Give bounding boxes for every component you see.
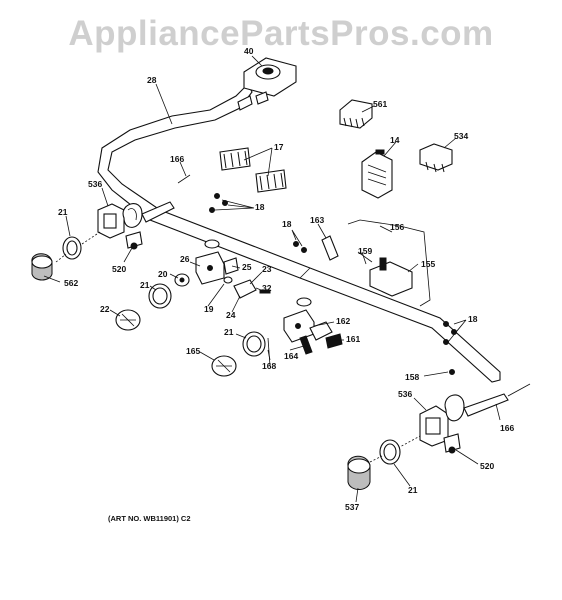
part-label-32: 32: [262, 283, 272, 293]
bezel-21-left[interactable]: [62, 236, 82, 260]
part-label-536-right: 536: [398, 389, 413, 399]
part-label-168: 168: [262, 361, 277, 371]
part-label-19: 19: [204, 304, 214, 314]
part-label-26: 26: [180, 254, 190, 264]
part-label-520-right: 520: [480, 461, 495, 471]
part-label-21-center: 21: [224, 327, 234, 337]
part-label-23: 23: [262, 264, 272, 274]
igniter-155[interactable]: [369, 257, 413, 297]
part-label-155: 155: [421, 259, 436, 269]
clip-168[interactable]: [267, 337, 271, 367]
part-label-40: 40: [244, 46, 254, 56]
valve-162[interactable]: [283, 297, 315, 343]
screw-18-upper[interactable]: [209, 193, 228, 213]
infinite-switch-17[interactable]: [219, 147, 287, 193]
part-label-562: 562: [64, 278, 79, 288]
burner-valve-right[interactable]: [419, 383, 531, 447]
part-label-17: 17: [274, 142, 284, 152]
watermark-text: AppliancePartsPros.com: [68, 14, 494, 53]
o-ring-upper[interactable]: [204, 239, 220, 249]
bezel-21-right[interactable]: [379, 439, 401, 465]
burner-valve-left[interactable]: [97, 201, 175, 239]
part-label-537: 537: [345, 502, 360, 512]
part-label-25: 25: [242, 262, 252, 272]
screw-158[interactable]: [449, 369, 455, 375]
washer-19[interactable]: [223, 276, 233, 284]
knob-165[interactable]: [211, 355, 237, 377]
part-label-156: 156: [390, 222, 405, 232]
knob-537[interactable]: [347, 455, 371, 490]
part-label-14: 14: [390, 135, 400, 145]
part-label-561: 561: [373, 99, 388, 109]
terminal-block-534[interactable]: [419, 143, 453, 173]
part-label-159: 159: [358, 246, 373, 256]
wire-156[interactable]: [347, 219, 431, 307]
clip-520-right[interactable]: [443, 433, 461, 454]
part-label-18-upper: 18: [255, 202, 265, 212]
pressure-regulator[interactable]: [237, 57, 297, 111]
part-label-534: 534: [454, 131, 469, 141]
screw-18-middle[interactable]: [293, 241, 307, 253]
part-label-18-right: 18: [468, 314, 478, 324]
art-number: (ART NO. WB11901) C2: [108, 514, 191, 523]
leader-lines: [43, 55, 501, 503]
seal-20[interactable]: [174, 273, 190, 287]
part-label-164: 164: [284, 351, 299, 361]
clip-520-left[interactable]: [125, 231, 143, 250]
part-label-20: 20: [158, 269, 168, 279]
part-label-28: 28: [147, 75, 157, 85]
screw-18-right[interactable]: [443, 321, 457, 345]
clip-164[interactable]: [299, 335, 313, 355]
part-label-520-left: 520: [112, 264, 127, 274]
lead-159[interactable]: [357, 251, 373, 263]
part-label-24: 24: [226, 310, 236, 320]
part-label-165: 165: [186, 346, 201, 356]
bezel-21-center[interactable]: [242, 331, 266, 357]
knob-22[interactable]: [115, 309, 141, 331]
part-label-21-mid: 21: [140, 280, 150, 290]
terminal-block-561[interactable]: [339, 99, 373, 129]
part-label-536-left: 536: [88, 179, 103, 189]
part-label-161: 161: [346, 334, 361, 344]
part-label-166-lower: 166: [500, 423, 515, 433]
electrode-163[interactable]: [321, 235, 339, 261]
part-label-21-left: 21: [58, 207, 68, 217]
part-label-22: 22: [100, 304, 110, 314]
part-label-158: 158: [405, 372, 420, 382]
part-label-163: 163: [310, 215, 325, 225]
spark-module-14[interactable]: [361, 149, 393, 199]
part-label-18-middle: 18: [282, 219, 292, 229]
part-label-166-upper: 166: [170, 154, 185, 164]
part-label-162: 162: [336, 316, 351, 326]
switch-161[interactable]: [309, 321, 343, 349]
knob-562[interactable]: [31, 253, 53, 281]
part-label-21-right: 21: [408, 485, 418, 495]
bezel-21-mid[interactable]: [148, 283, 172, 309]
